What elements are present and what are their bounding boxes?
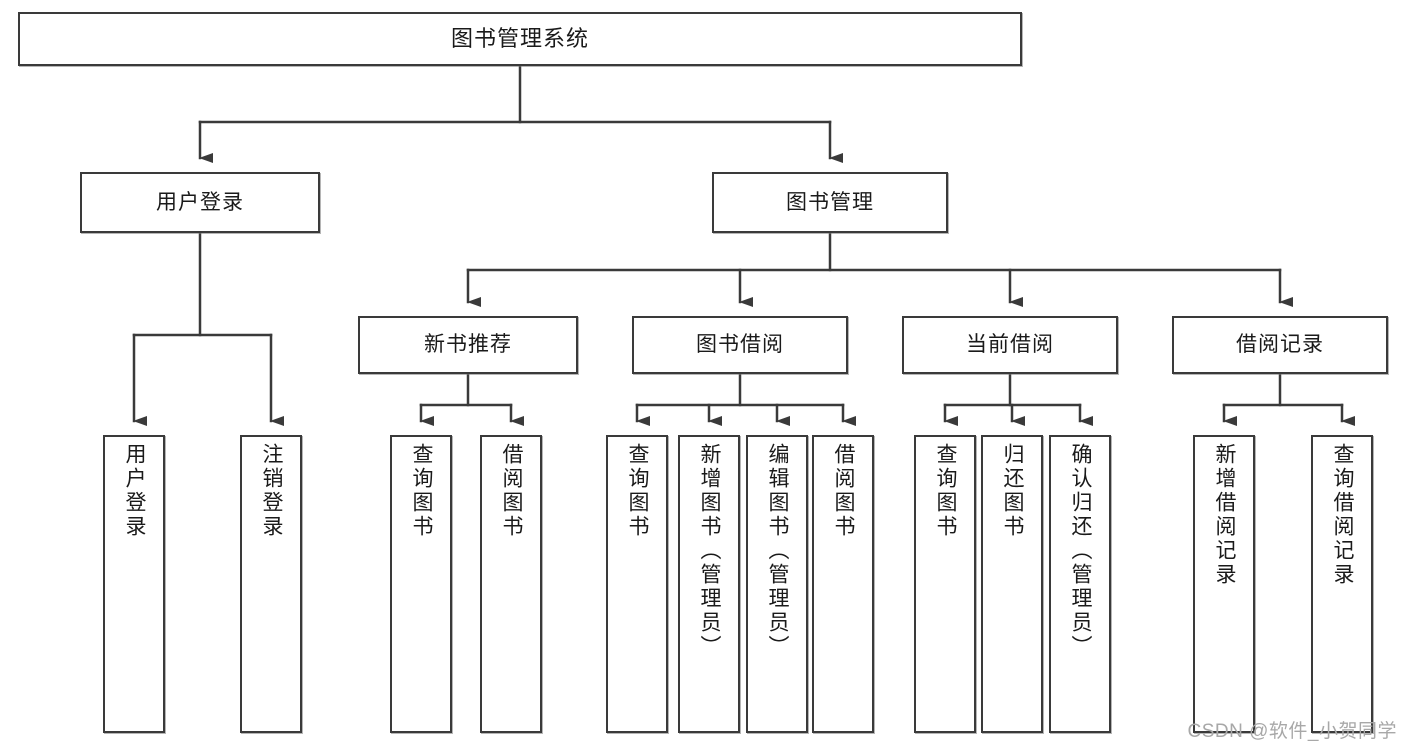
node-leaf-user-login[interactable]: 用户登录 [103,435,165,733]
node-label: 图书管理 [786,190,874,214]
node-label: 新增借阅记录 [1213,443,1237,587]
node-user-login[interactable]: 用户登录 [80,172,320,233]
node-new-book-recommend[interactable]: 新书推荐 [358,316,578,374]
edge-root-to-level2 [198,64,843,163]
node-leaf-borrow-book-1[interactable]: 借阅图书 [480,435,542,733]
node-label: 借阅图书 [500,443,524,539]
node-leaf-user-logout[interactable]: 注销登录 [240,435,302,733]
node-label: 归还图书 [1001,443,1025,539]
node-label: 查询图书 [626,443,650,539]
node-label: 借阅记录 [1236,333,1324,357]
node-book-management-system[interactable]: 图书管理系统 [18,12,1022,66]
node-leaf-borrow-book-2[interactable]: 借阅图书 [812,435,874,733]
node-leaf-edit-book[interactable]: 编辑图书（管理员） [746,435,808,733]
node-label: 查询图书 [410,443,434,539]
edge-book-management-to-level3 [466,231,1293,307]
node-current-borrow[interactable]: 当前借阅 [902,316,1118,374]
node-borrow-record[interactable]: 借阅记录 [1172,316,1388,374]
node-book-borrow[interactable]: 图书借阅 [632,316,848,374]
node-leaf-query-book-2[interactable]: 查询图书 [606,435,668,733]
node-label: 查询图书 [934,443,958,539]
edge-book-borrow-to-leaves [635,372,856,426]
node-label: 新增图书（管理员） [698,443,722,659]
node-leaf-add-book[interactable]: 新增图书（管理员） [678,435,740,733]
node-leaf-return-book[interactable]: 归还图书 [981,435,1043,733]
node-leaf-confirm-return[interactable]: 确认归还（管理员） [1049,435,1111,733]
node-label: 用户登录 [123,443,147,539]
node-leaf-query-book-1[interactable]: 查询图书 [390,435,452,733]
node-leaf-query-record[interactable]: 查询借阅记录 [1311,435,1373,733]
node-label: 确认归还（管理员） [1069,443,1093,659]
node-label: 当前借阅 [966,333,1054,357]
node-label: 用户登录 [156,190,244,214]
node-label: 查询借阅记录 [1331,443,1355,587]
node-label: 编辑图书（管理员） [766,443,790,659]
edge-current-borrow-to-leaves [943,372,1093,426]
csdn-watermark: CSDN @软件_小贺同学 [1187,721,1397,742]
node-leaf-add-record[interactable]: 新增借阅记录 [1193,435,1255,733]
node-book-management[interactable]: 图书管理 [712,172,948,233]
node-label: 注销登录 [260,443,284,539]
node-leaf-query-book-3[interactable]: 查询图书 [914,435,976,733]
node-label: 新书推荐 [424,333,512,357]
edge-new-book-recommend-to-leaves [419,372,524,426]
edge-borrow-record-to-leaves [1222,372,1355,426]
edge-user-login-to-leaves [132,231,284,426]
node-label: 借阅图书 [832,443,856,539]
node-label: 图书管理系统 [450,25,589,51]
node-label: 图书借阅 [696,333,784,357]
